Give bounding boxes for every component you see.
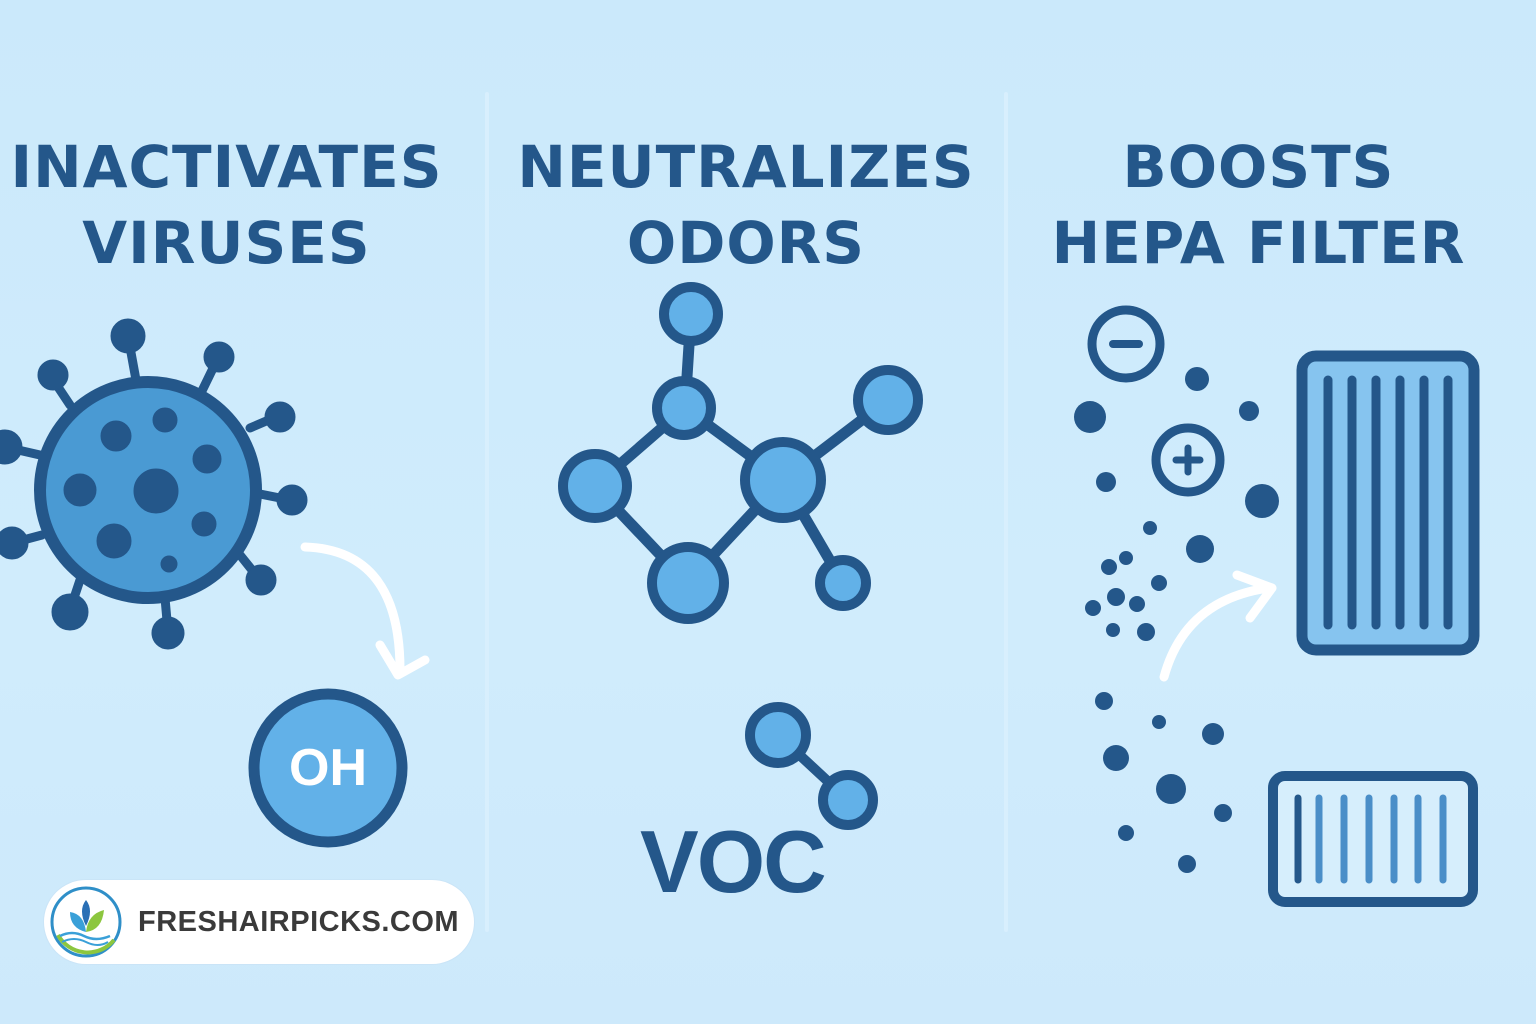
hepa-filter-icon xyxy=(1296,350,1480,656)
voc-molecule-icon xyxy=(745,702,878,830)
panel-divider-2 xyxy=(1004,92,1008,932)
voc-label: VOC xyxy=(640,812,827,911)
small-filter-icon xyxy=(1268,771,1478,907)
lotus-leaf-logo-icon xyxy=(50,886,122,958)
panel-inactivates-viruses: INACTIVATES VIRUSES xyxy=(0,0,487,1024)
particles-icon xyxy=(1074,367,1279,873)
brand-badge[interactable]: FRESHAIRPICKS.COM xyxy=(44,880,474,964)
oh-label: OH xyxy=(289,739,367,797)
molecule-icon xyxy=(558,282,923,624)
panel-title: BOOSTS HEPA FILTER xyxy=(993,129,1524,281)
title-line-1: NEUTRALIZES xyxy=(517,132,975,201)
hydroxyl-radical-icon xyxy=(248,688,408,848)
virus-icon xyxy=(0,318,308,650)
panel-title: INACTIVATES VIRUSES xyxy=(0,129,470,281)
brand-name[interactable]: FRESHAIRPICKS.COM xyxy=(138,905,460,938)
curved-arrow-icon xyxy=(300,542,430,680)
panel-boosts-hepa-filter: BOOSTS HEPA FILTER xyxy=(1005,0,1536,1024)
panel-divider-1 xyxy=(485,92,489,932)
title-line-2: HEPA FILTER xyxy=(1051,208,1466,277)
title-line-1: INACTIVATES xyxy=(10,132,443,201)
title-line-1: BOOSTS xyxy=(1122,132,1395,201)
airflow-arrow-icon xyxy=(1159,570,1277,682)
panel-title: NEUTRALIZES ODORS xyxy=(487,129,1005,281)
positive-ion-icon xyxy=(1151,423,1225,497)
panel-neutralizes-odors: NEUTRALIZES ODORS xyxy=(487,0,1005,1024)
title-line-2: ODORS xyxy=(626,208,866,277)
title-line-2: VIRUSES xyxy=(82,208,371,277)
negative-ion-icon xyxy=(1087,305,1165,383)
